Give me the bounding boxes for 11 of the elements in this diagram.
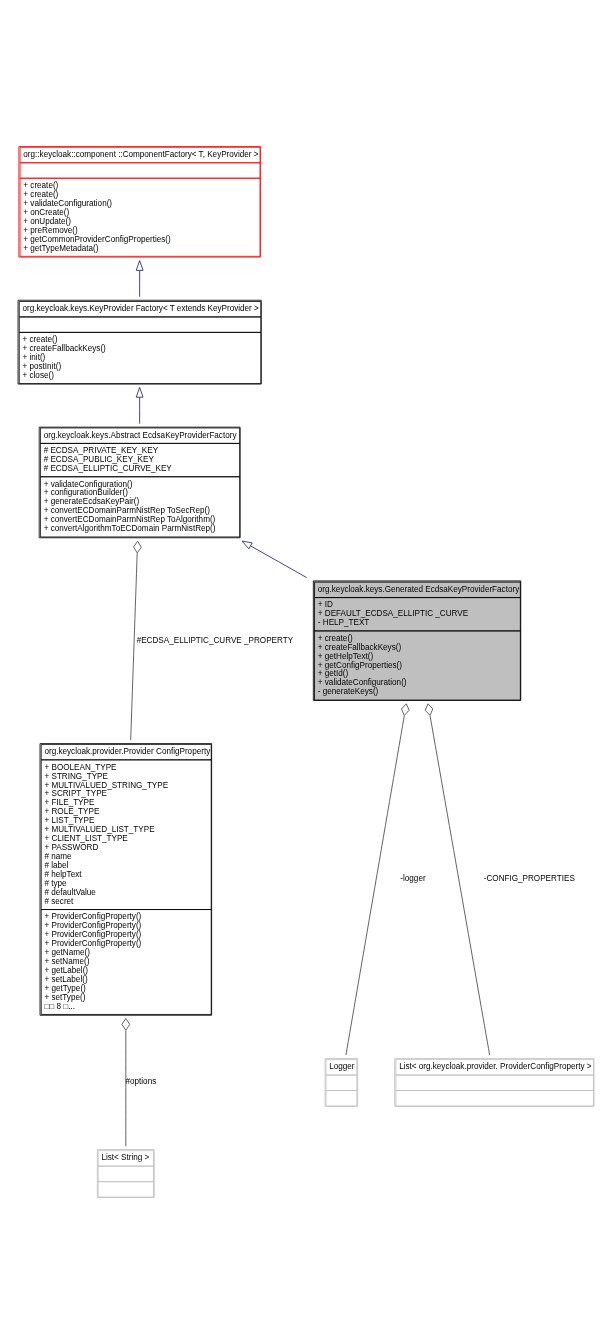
connector (424, 703, 491, 1056)
edge-label: -CONFIG_PROPERTIES (483, 874, 575, 884)
connector (130, 540, 142, 741)
connector (121, 1018, 131, 1147)
connector (345, 703, 410, 1056)
arrow (135, 387, 144, 425)
edge-label: -logger (400, 874, 426, 884)
edge-label: #ECDSA_ELLIPTIC_CURVE _PROPERTY (136, 635, 294, 645)
arrow (135, 260, 144, 298)
arrow (241, 540, 307, 578)
edge-label: #options (125, 1077, 157, 1087)
